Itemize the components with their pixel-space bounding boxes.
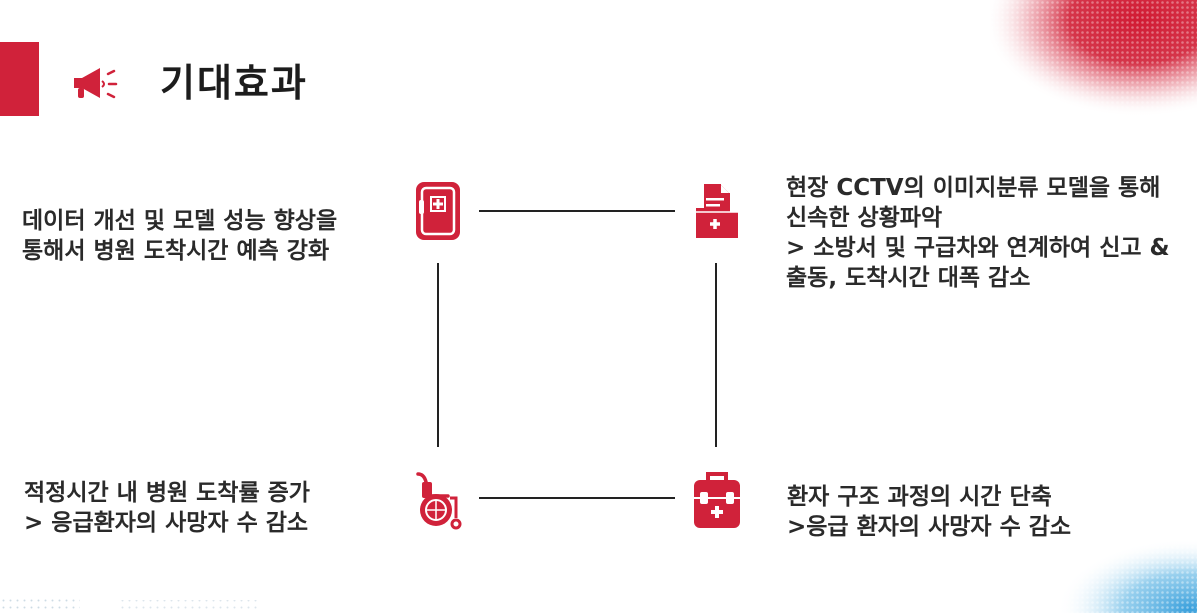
connector-bottom (479, 497, 675, 499)
effect-line: > 소방서 및 구급차와 연계하여 신고 & (786, 235, 1170, 261)
accent-bar (0, 42, 39, 116)
page-title: 기대효과 (160, 61, 308, 105)
decorative-dot-blob-bottom-right (1050, 535, 1197, 613)
effect-line: >응급 환자의 사망자 수 감소 (787, 514, 1072, 540)
effect-text-bottom-left: 적정시간 내 병원 도착률 증가 > 응급환자의 사망자 수 감소 (24, 478, 310, 538)
decorative-dot-blob-bottom-left (0, 596, 260, 613)
effect-text-top-left: 데이터 개선 및 모델 성능 향상을 통해서 병원 도착시간 예측 강화 (22, 206, 337, 266)
first-aid-kit-icon (694, 472, 740, 528)
connector-right (715, 263, 717, 447)
effect-text-top-right: 현장 CCTV의 이미지분류 모델을 통해 신속한 상황파악 > 소방서 및 구… (786, 173, 1170, 293)
megaphone-icon (74, 68, 118, 99)
effect-text-bottom-right: 환자 구조 과정의 시간 단축 >응급 환자의 사망자 수 감소 (787, 482, 1071, 542)
effect-line: > 응급환자의 사망자 수 감소 (24, 510, 309, 536)
medical-document-folder-icon (696, 184, 738, 238)
effect-line: 신속한 상황파악 (786, 205, 943, 231)
connector-top (479, 210, 675, 212)
connector-left (437, 263, 439, 447)
decorative-dot-blob-top-right (990, 0, 1197, 130)
wheelchair-icon (416, 472, 462, 530)
effect-line: 적정시간 내 병원 도착률 증가 (24, 480, 310, 506)
effect-line: 현장 CCTV의 이미지분류 모델을 통해 (786, 175, 1161, 201)
effect-line: 데이터 개선 및 모델 성능 향상을 (22, 208, 338, 234)
effect-line: 통해서 병원 도착시간 예측 강화 (22, 238, 330, 264)
medical-cabinet-icon (416, 182, 460, 240)
effect-line: 환자 구조 과정의 시간 단축 (787, 484, 1052, 510)
effect-line: 출동, 도착시간 대폭 감소 (786, 265, 1031, 291)
